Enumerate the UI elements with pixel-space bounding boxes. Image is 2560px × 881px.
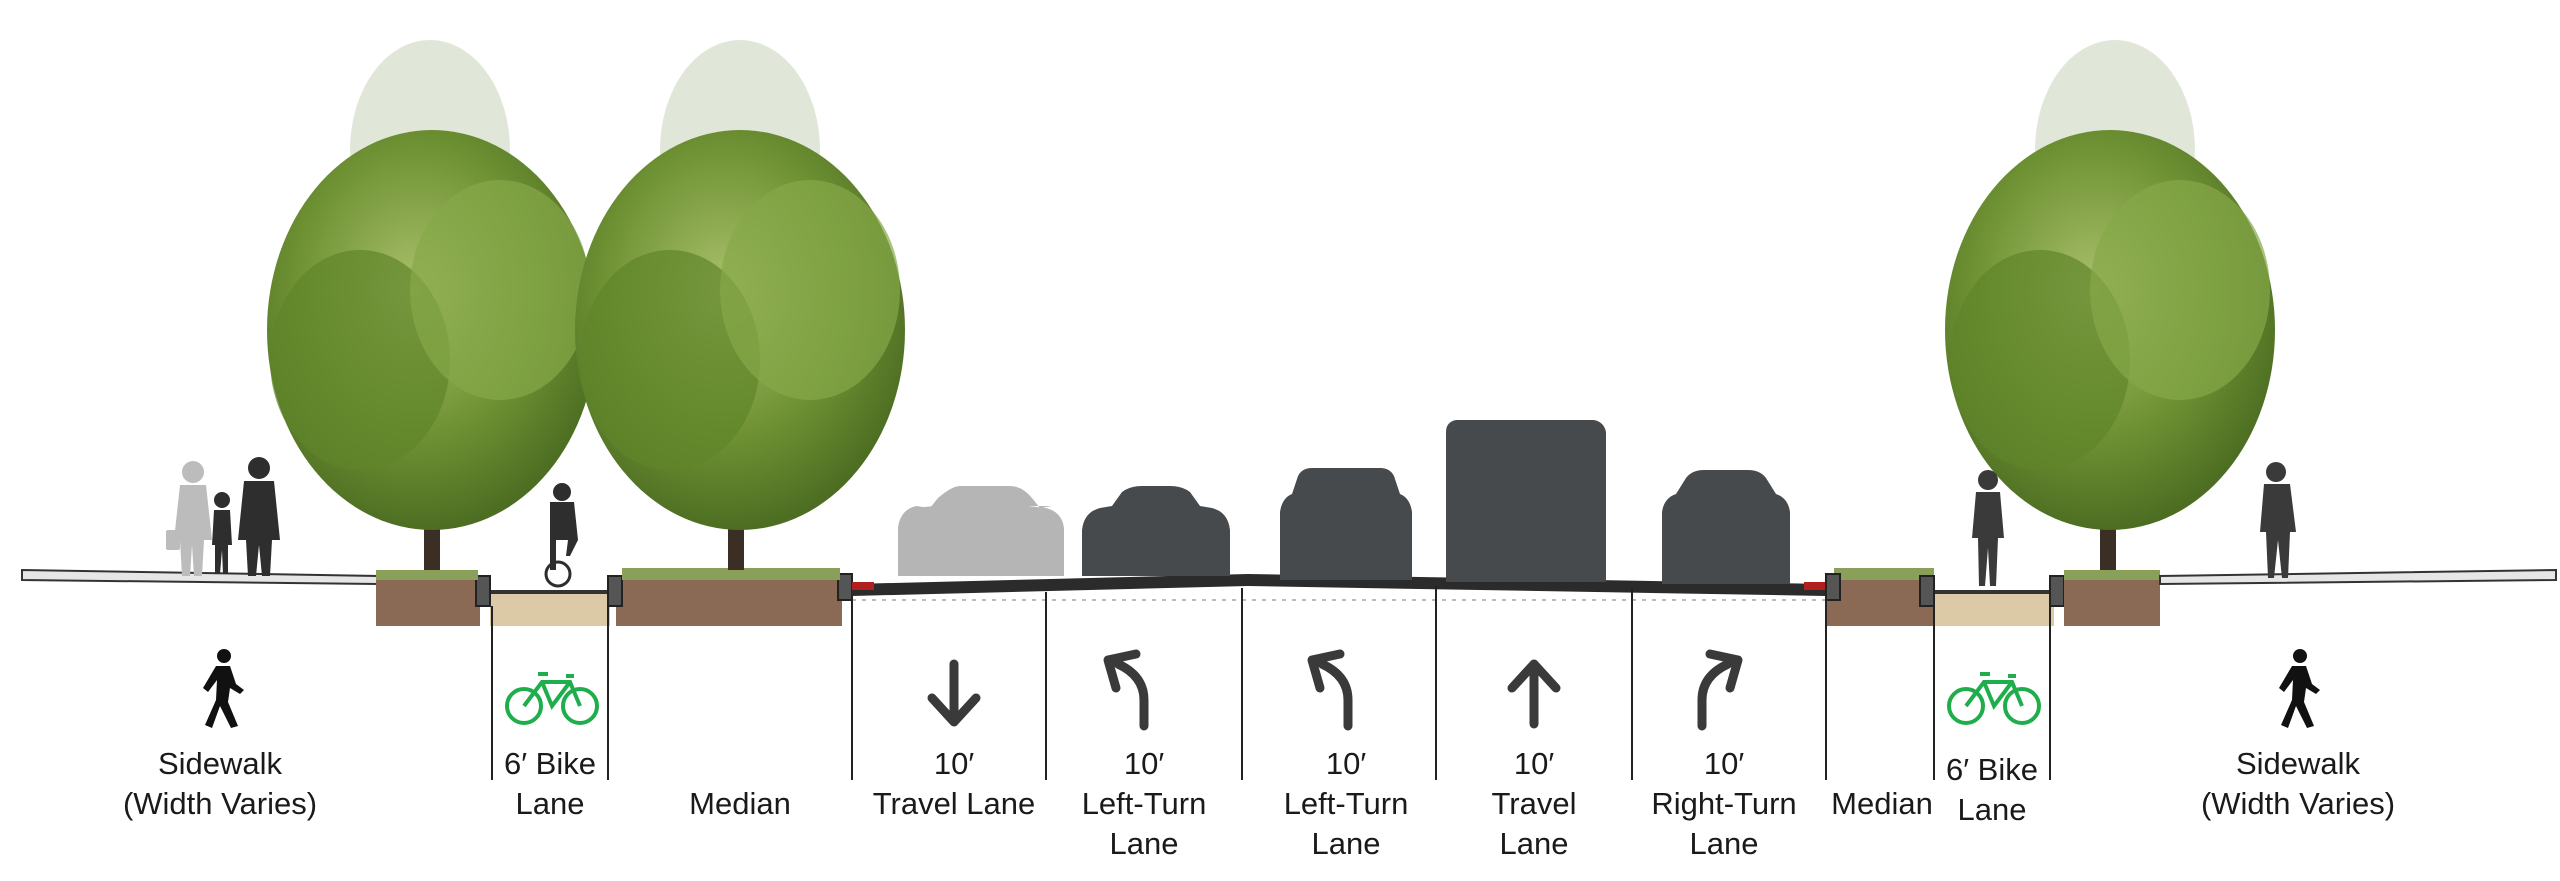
median-right-base [1826,580,1934,626]
curb-red-left [852,582,874,590]
grass-left-1 [376,570,478,580]
left-turn-arrow-icon [1307,649,1353,731]
planting-strip-left [376,578,480,626]
left-turn-arrow-icon [1103,649,1149,731]
label-sidewalk-right: Sidewalk(Width Varies) [2200,746,2396,821]
tree-right [1945,40,2275,570]
car-dark-left-turn-1 [1082,486,1230,576]
label-sidewalk-left: Sidewalk(Width Varies) [122,746,318,821]
grass-median-left [622,568,840,580]
roadway-surface [852,574,1826,596]
pedestrian-man-silhouette [238,457,280,576]
pedestrian-woman-silhouette [166,461,212,576]
pedestrian-icon [203,649,244,728]
curb-right-1 [1919,575,1935,607]
sidewalk-right-surface [2159,568,2557,586]
curb-left-2 [607,575,623,607]
arrow-up-icon [1507,659,1561,729]
grass-median-right [1834,568,1934,580]
label-travel-lane-1: 10′Travel Lane [872,746,1036,821]
bicycle-icon [1947,672,2041,725]
median-left-base [616,580,842,626]
pedestrian-icon [2279,649,2320,728]
label-median-left: Median [689,786,791,821]
bike-lane-right-base [1934,594,2054,626]
curb-median-left [837,573,853,601]
curb-median-right [1825,573,1841,601]
pedestrian-child-silhouette [212,492,232,574]
curb-right-2 [2049,575,2065,607]
right-turn-arrow-icon [1697,649,1743,731]
pedestrian-right-median-silhouette [1972,470,2004,586]
arrow-down-icon [927,659,981,727]
car-light-travel-lane [898,486,1064,576]
tree-left-2 [575,40,905,570]
section-dividers [491,586,2051,780]
planting-strip-right [2064,578,2160,626]
grass-right [2064,570,2160,580]
bicycle-icon [505,672,599,725]
bike-lane-left-base [490,594,610,626]
tree-left-1 [267,40,597,570]
pedestrian-right-sidewalk-silhouette [2260,462,2296,578]
suv-dark-left-turn-2 [1280,468,1412,580]
curb-red-right [1804,582,1826,590]
cyclist-silhouette [544,483,578,588]
truck-dark-travel-lane [1446,420,1606,582]
car-dark-right-turn [1662,470,1790,584]
curb-left-1 [475,575,491,607]
label-median-right: Median [1831,786,1933,821]
